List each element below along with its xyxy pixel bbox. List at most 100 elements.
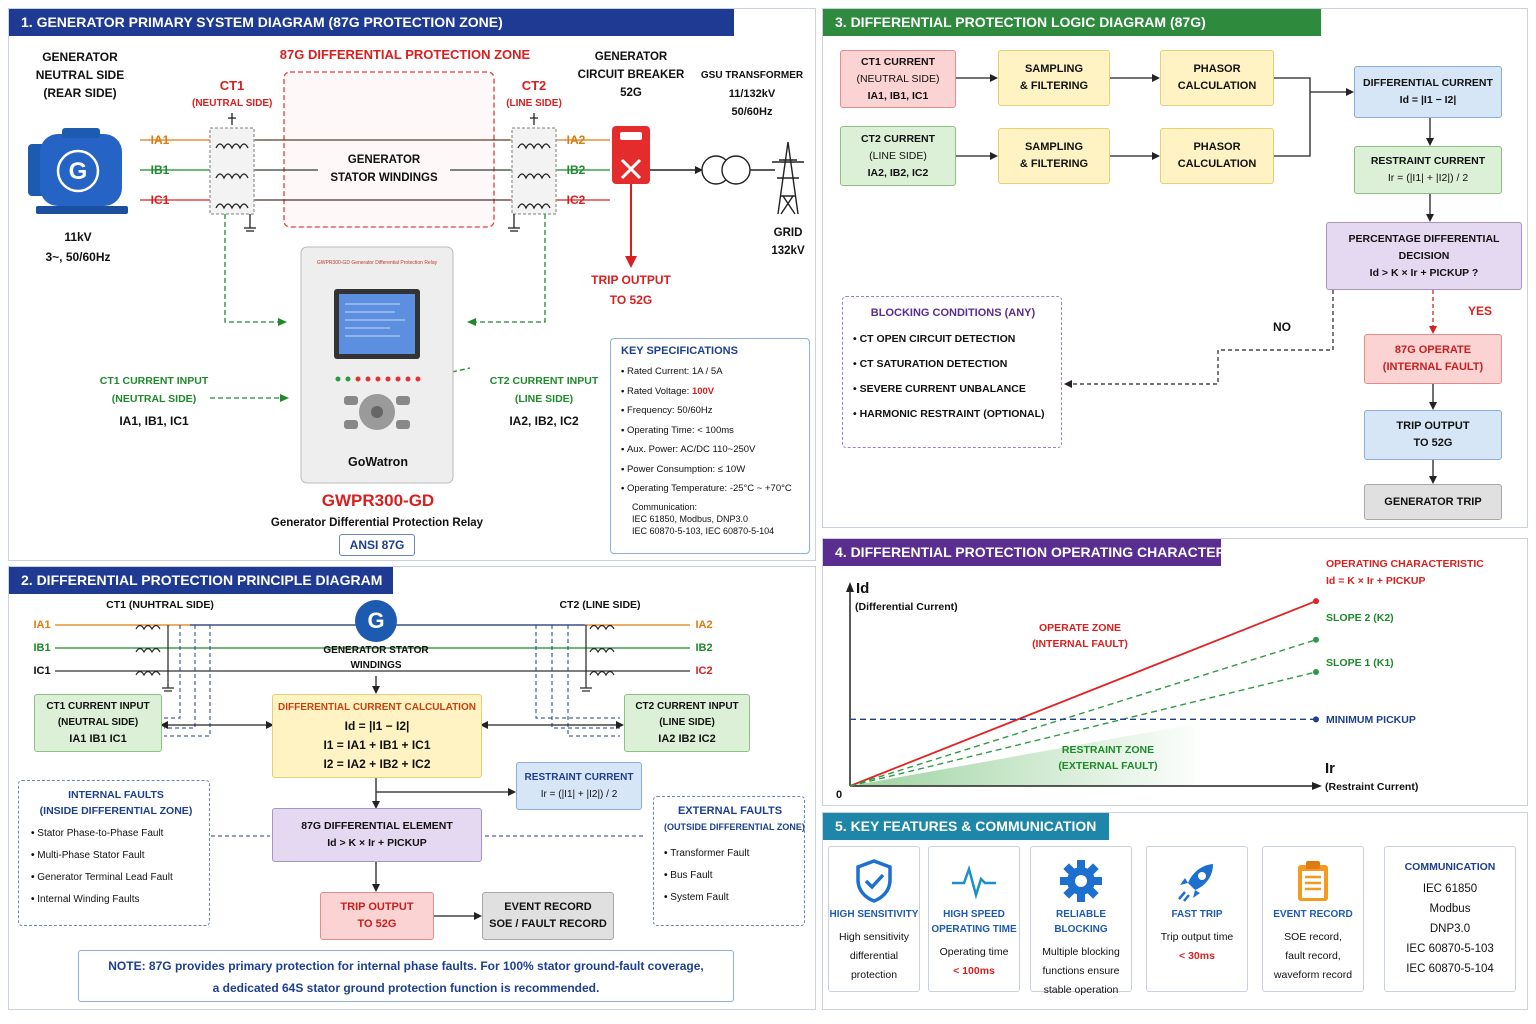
series-end-3	[1313, 716, 1319, 723]
feature-title-line: EVENT RECORD	[1273, 909, 1353, 920]
panel-1-title: 1. GENERATOR PRIMARY SYSTEM DIAGRAM (87G…	[9, 9, 734, 36]
legend-slope2: SLOPE 2 (K2)	[1326, 612, 1394, 624]
external-fault-item: Bus Fault	[664, 865, 804, 887]
series-end-1	[1313, 636, 1319, 643]
spec-bullet: •	[621, 405, 627, 416]
restraint-zone-fill	[850, 724, 1195, 786]
key-specifications: KEY SPECIFICATIONS • Rated Current: 1A /…	[610, 338, 810, 554]
series-line-1	[849, 639, 1317, 787]
p-ic2: IC2	[695, 665, 713, 677]
relay-model: GWPR300-GD	[321, 491, 435, 510]
blocking-list: CT OPEN CIRCUIT DETECTIONCT SATURATION D…	[853, 327, 1061, 427]
feature-desc-line: fault record,	[1285, 950, 1341, 962]
legend-min-pickup: MINIMUM PICKUP	[1326, 714, 1416, 726]
blocking-item: SEVERE CURRENT UNBALANCE	[853, 377, 1061, 402]
relay-description: Generator Differential Protection Relay	[270, 517, 484, 529]
feature-title-line: FAST TRIP	[1171, 909, 1223, 920]
zone-label: 87G DIFFERENTIAL PROTECTION ZONE	[279, 47, 531, 62]
spec-value: 1A / 5A	[691, 366, 723, 377]
spec-value: AC/DC 110~250V	[680, 444, 756, 455]
spec-item: • Operating Time: < 100ms	[621, 421, 809, 441]
spec-bullet: •	[621, 366, 627, 377]
logic-sampling-1: SAMPLING& FILTERING	[998, 50, 1110, 106]
feature-desc-line: functions ensure	[1042, 965, 1120, 977]
operate-zone-label: OPERATE ZONE(INTERNAL FAULT)	[1032, 622, 1128, 650]
internal-fault-item: Internal Winding Faults	[31, 889, 209, 911]
spec-bullet: •	[621, 483, 627, 494]
spec-value: 100V	[691, 385, 715, 397]
principle-ct2-label: CT2 (LINE SIDE)	[559, 599, 641, 611]
feature-title: EVENT RECORD	[1263, 907, 1363, 922]
spec-value: -25°C ~ +70°C	[729, 483, 792, 494]
spec-item: • Power Consumption: ≤ 10W	[621, 460, 809, 480]
feature-highlight: < 30ms	[1179, 950, 1215, 962]
generator-icon	[28, 128, 128, 214]
series-end-2	[1313, 669, 1319, 676]
feature-desc-line: waveform record	[1273, 969, 1353, 981]
series-end-0	[1313, 598, 1319, 605]
principle-generator-icon	[355, 600, 397, 642]
logic-no-label: NO	[1273, 320, 1291, 334]
feature-desc-line: Operating time	[939, 946, 1009, 958]
x-axis-sublabel: (Restraint Current)	[1325, 781, 1419, 793]
feature-title-line: RELIABLE BLOCKING	[1054, 909, 1108, 935]
relay-brand: GoWatron	[348, 455, 408, 469]
blocking-item: HARMONIC RESTRAINT (OPTIONAL)	[853, 402, 1061, 427]
internal-faults-title: INTERNAL FAULTS(INSIDE DIFFERENTIAL ZONE…	[39, 789, 193, 817]
phase-ib2: IB2	[566, 163, 586, 177]
feature-card: FAST TRIP Trip output time < 30ms	[1146, 846, 1248, 992]
spec-item: • Operating Temperature: -25°C ~ +70°C	[621, 479, 809, 499]
spec-value: ≤ 10W	[717, 463, 746, 475]
x-axis-label: Ir	[1325, 760, 1336, 777]
feature-title: FAST TRIP	[1147, 907, 1247, 922]
feature-title-line: OPERATING TIME	[931, 924, 1017, 935]
phase-ic2: IC2	[566, 193, 586, 207]
external-fault-item: Transformer Fault	[664, 843, 804, 865]
ct1-input-label: CT1 CURRENT INPUT(NEUTRAL SIDE)IA1, IB1,…	[99, 375, 209, 428]
ct1-label: CT1(NEUTRAL SIDE)	[192, 78, 273, 109]
feature-desc-line: SOE record,	[1284, 931, 1342, 943]
p-ic1: IC1	[33, 665, 51, 677]
principle-ct2-coils	[580, 624, 615, 692]
rocket-icon	[1147, 855, 1247, 907]
feature-desc: Trip output time < 30ms	[1147, 928, 1247, 966]
p-ia2: IA2	[695, 619, 713, 631]
clipboard-icon	[1263, 855, 1363, 907]
origin-label: 0	[836, 789, 843, 801]
spec-label: Operating Temperature:	[626, 483, 730, 494]
comm-protocol: Modbus	[1429, 903, 1471, 915]
spec-label: Operating Time:	[626, 424, 698, 436]
principle-ct1-coils	[135, 624, 174, 692]
panel-3-title: 3. DIFFERENTIAL PROTECTION LOGIC DIAGRAM…	[823, 9, 1321, 36]
spec-bullet: •	[621, 463, 627, 475]
ct1-coils	[209, 113, 256, 232]
principle-ct1-label: CT1 (NUHTRAL SIDE)	[106, 599, 214, 611]
principle-ct1-box: CT1 CURRENT INPUT(NEUTRAL SIDE)IA1 IB1 I…	[34, 694, 162, 752]
specs-title: KEY SPECIFICATIONS	[621, 345, 738, 357]
blocking-title: BLOCKING CONDITIONS (ANY)	[870, 307, 1036, 319]
external-faults-box: EXTERNAL FAULTS(OUTSIDE DIFFERENTIAL ZON…	[653, 796, 805, 926]
generator-symbol: G	[68, 158, 88, 185]
spec-item: • Aux. Power: AC/DC 110~250V	[621, 440, 809, 460]
note-box: NOTE: 87G provides primary protection fo…	[78, 950, 734, 1002]
feature-desc-line: protection	[850, 969, 898, 981]
gear-icon	[1031, 855, 1131, 907]
feature-desc-line: Trip output time	[1160, 931, 1234, 943]
feature-desc-line: differential	[849, 950, 899, 962]
feature-title-line: HIGH SPEED	[943, 909, 1005, 920]
internal-fault-item: Generator Terminal Lead Fault	[31, 867, 209, 889]
shield-check-icon	[829, 855, 919, 907]
principle-ct2-box: CT2 CURRENT INPUT(LINE SIDE)IA2 IB2 IC2	[624, 694, 750, 752]
